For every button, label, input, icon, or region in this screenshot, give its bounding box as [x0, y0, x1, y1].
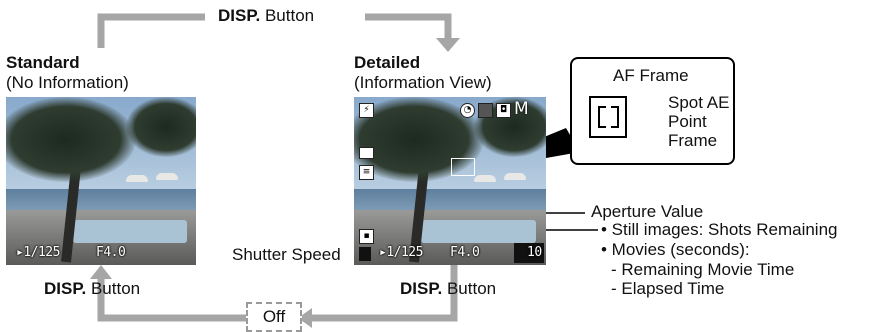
shots-remaining-readout: 10 — [527, 245, 542, 260]
off-state-box: Off — [246, 302, 302, 332]
top-flow-arrow-right — [365, 13, 452, 38]
off-right-arrowhead — [298, 308, 312, 328]
left-disp-button-label: DISP. Button — [44, 279, 140, 299]
right-disp-button-label: DISP. Button — [400, 279, 496, 299]
remaining-movie-time-label: - Remaining Movie Time — [611, 260, 795, 279]
detailed-aperture-readout: F4.0 — [450, 245, 480, 260]
battery-icon — [359, 247, 371, 261]
camera-icon: ◘ — [496, 103, 511, 118]
top-arrowhead — [436, 38, 460, 52]
resolution-icon: ▪ — [359, 229, 374, 244]
white-balance-icon — [478, 103, 493, 118]
bottom-flow-left — [97, 279, 246, 322]
standard-shutter-readout: ▸1/125 — [16, 245, 60, 260]
spot-ae-label-1: Spot AE — [668, 93, 730, 112]
disp-text: DISP. — [218, 6, 261, 25]
spot-ae-bracket-right — [611, 106, 619, 128]
movies-label: • Movies (seconds): — [601, 240, 750, 259]
off-label: Off — [262, 307, 286, 326]
button-text: Button — [90, 279, 141, 298]
flash-icon: ⚡ — [359, 103, 374, 118]
detailed-shutter-readout: ▸1/125 — [379, 245, 423, 260]
standard-up-arrowhead — [90, 265, 112, 279]
shooting-mode-indicator: M — [514, 99, 529, 119]
af-frame-indicator — [451, 158, 475, 176]
aperture-value-label: Aperture Value — [591, 202, 704, 221]
shots-remaining-label: • Still images: Shots Remaining — [601, 220, 838, 239]
detailed-lcd-screen: ⚡ ≡ ▪ ◔ ◘ M ▸1/125 F4.0 10 — [354, 97, 546, 265]
shutter-speed-label: Shutter Speed — [232, 245, 341, 264]
detailed-subtitle: (Information View) — [354, 73, 492, 92]
spot-ae-bracket-left — [598, 106, 606, 128]
metering-icon: ≡ — [359, 165, 374, 180]
drive-mode-icon — [359, 147, 374, 159]
self-timer-icon: ◔ — [460, 103, 475, 118]
disp-text: DISP. — [44, 279, 87, 298]
detailed-title: Detailed — [354, 53, 421, 72]
standard-lcd-screen: ▸1/125 F4.0 — [6, 97, 196, 265]
spot-ae-label-3: Frame — [668, 131, 718, 150]
button-text: Button — [264, 6, 315, 25]
button-text: Button — [446, 279, 497, 298]
standard-subtitle: (No Information) — [6, 73, 129, 92]
spot-ae-label-2: Point — [668, 112, 707, 131]
af-callout-box — [570, 57, 735, 165]
elapsed-time-label: - Elapsed Time — [611, 279, 725, 298]
disp-text: DISP. — [400, 279, 443, 298]
af-frame-label: AF Frame — [613, 66, 689, 85]
af-frame-zoom — [589, 96, 627, 138]
standard-title: Standard — [6, 53, 80, 72]
standard-aperture-readout: F4.0 — [96, 245, 126, 260]
top-disp-button-label: DISP. Button — [218, 6, 314, 26]
bottom-flow-right — [312, 252, 458, 322]
top-flow-arrow — [97, 13, 205, 48]
